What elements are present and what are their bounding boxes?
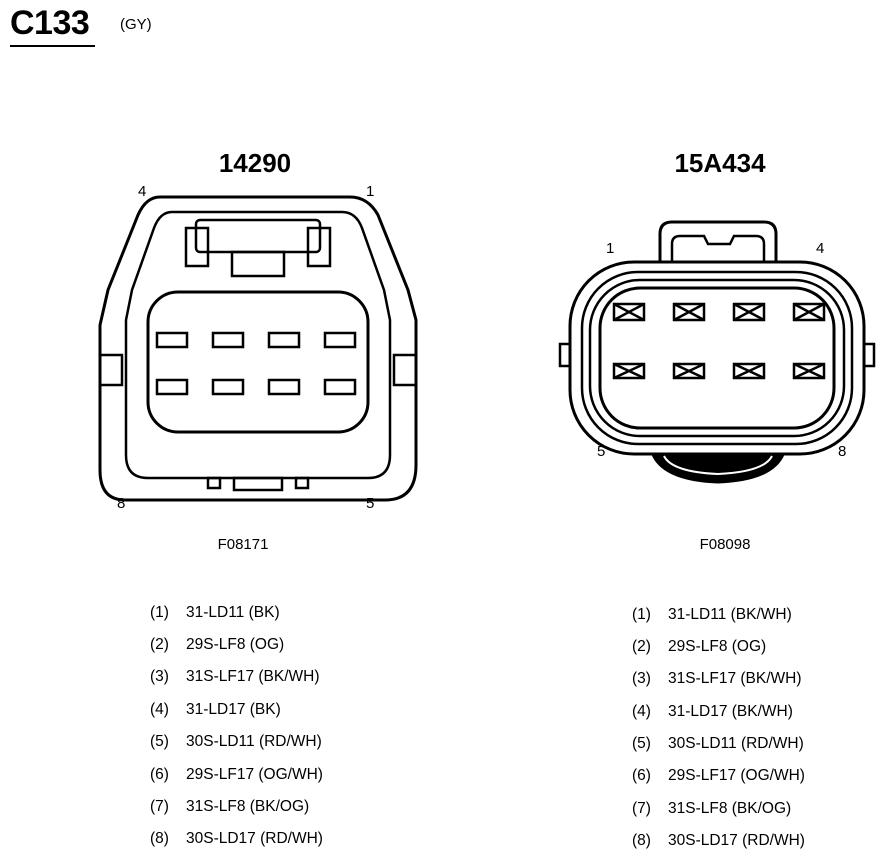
pin-circuit: 30S-LD17 (RD/WH): [186, 830, 323, 847]
list-item: (5) 30S-LD11 (RD/WH): [150, 733, 322, 751]
connector-1-pin-label-top-left: 4: [138, 183, 147, 200]
pin-circuit: 29S-LF17 (OG/WH): [186, 766, 323, 783]
pin-circuit: 31S-LF17 (BK/WH): [668, 670, 802, 687]
connector-1-figure-code: F08171: [217, 536, 269, 553]
pin-circuit: 29S-LF17 (OG/WH): [668, 767, 805, 784]
pin-index: (4): [632, 703, 651, 720]
pin-index: (6): [150, 766, 169, 783]
list-item: (1) 31-LD11 (BK/WH): [632, 606, 792, 624]
list-item: (6) 29S-LF17 (OG/WH): [150, 766, 323, 784]
pin-index: (7): [150, 798, 169, 815]
list-item: (7) 31S-LF8 (BK/OG): [632, 800, 791, 818]
list-item: (6) 29S-LF17 (OG/WH): [632, 767, 805, 785]
pin-circuit: 31S-LF8 (BK/OG): [186, 798, 310, 815]
connector-2-face: [558, 220, 876, 484]
connector-id-title: C133: [10, 4, 90, 42]
pin-index: (8): [632, 832, 651, 849]
connector-2-pin-label-bottom-right: 8: [838, 443, 847, 460]
pin-index: (8): [150, 830, 169, 847]
title-underline: [10, 45, 95, 47]
connector-2-figure-code: F08098: [699, 536, 751, 553]
list-item: (4) 31-LD17 (BK): [150, 701, 281, 719]
pin-circuit: 31-LD11 (BK/WH): [668, 606, 792, 623]
list-item: (8) 30S-LD17 (RD/WH): [632, 832, 805, 850]
pin-index: (3): [150, 668, 169, 685]
list-item: (7) 31S-LF8 (BK/OG): [150, 798, 309, 816]
list-item: (8) 30S-LD17 (RD/WH): [150, 830, 323, 848]
connector-2-pin-label-bottom-left: 5: [597, 443, 606, 460]
pin-circuit: 29S-LF8 (OG): [186, 636, 285, 653]
pin-index: (2): [632, 638, 651, 655]
pin-circuit: 31-LD17 (BK): [186, 701, 281, 718]
pin-index: (1): [150, 604, 169, 621]
pin-circuit: 30S-LD17 (RD/WH): [668, 832, 805, 849]
connector-1-pin-label-bottom-left: 8: [117, 495, 126, 512]
pin-index: (5): [632, 735, 651, 752]
pin-index: (1): [632, 606, 651, 623]
list-item: (5) 30S-LD11 (RD/WH): [632, 735, 804, 753]
pin-index: (3): [632, 670, 651, 687]
pin-index: (5): [150, 733, 169, 750]
connector-2-pin-label-top-right: 4: [816, 240, 825, 257]
pin-circuit: 31-LD17 (BK/WH): [668, 703, 793, 720]
connector-2-part-number: 15A434: [674, 148, 766, 178]
connector-1-pin-label-top-right: 1: [366, 183, 375, 200]
connector-color-code: (GY): [120, 16, 152, 33]
pin-index: (6): [632, 767, 651, 784]
pin-circuit: 30S-LD11 (RD/WH): [668, 735, 804, 752]
list-item: (2) 29S-LF8 (OG): [150, 636, 284, 654]
pin-index: (2): [150, 636, 169, 653]
connector-2-pin-label-top-left: 1: [606, 240, 615, 257]
pin-index: (4): [150, 701, 169, 718]
connector-1-face: [98, 195, 418, 502]
pin-circuit: 30S-LD11 (RD/WH): [186, 733, 322, 750]
list-item: (2) 29S-LF8 (OG): [632, 638, 766, 656]
pin-circuit: 29S-LF8 (OG): [668, 638, 767, 655]
pin-circuit: 31S-LF8 (BK/OG): [668, 800, 792, 817]
list-item: (3) 31S-LF17 (BK/WH): [632, 670, 802, 688]
list-item: (3) 31S-LF17 (BK/WH): [150, 668, 320, 686]
pin-circuit: 31S-LF17 (BK/WH): [186, 668, 320, 685]
connector-1-pin-label-bottom-right: 5: [366, 495, 375, 512]
pin-index: (7): [632, 800, 651, 817]
list-item: (4) 31-LD17 (BK/WH): [632, 703, 793, 721]
list-item: (1) 31-LD11 (BK): [150, 604, 280, 622]
connector-1-part-number: 14290: [218, 148, 292, 178]
pin-circuit: 31-LD11 (BK): [186, 604, 280, 621]
